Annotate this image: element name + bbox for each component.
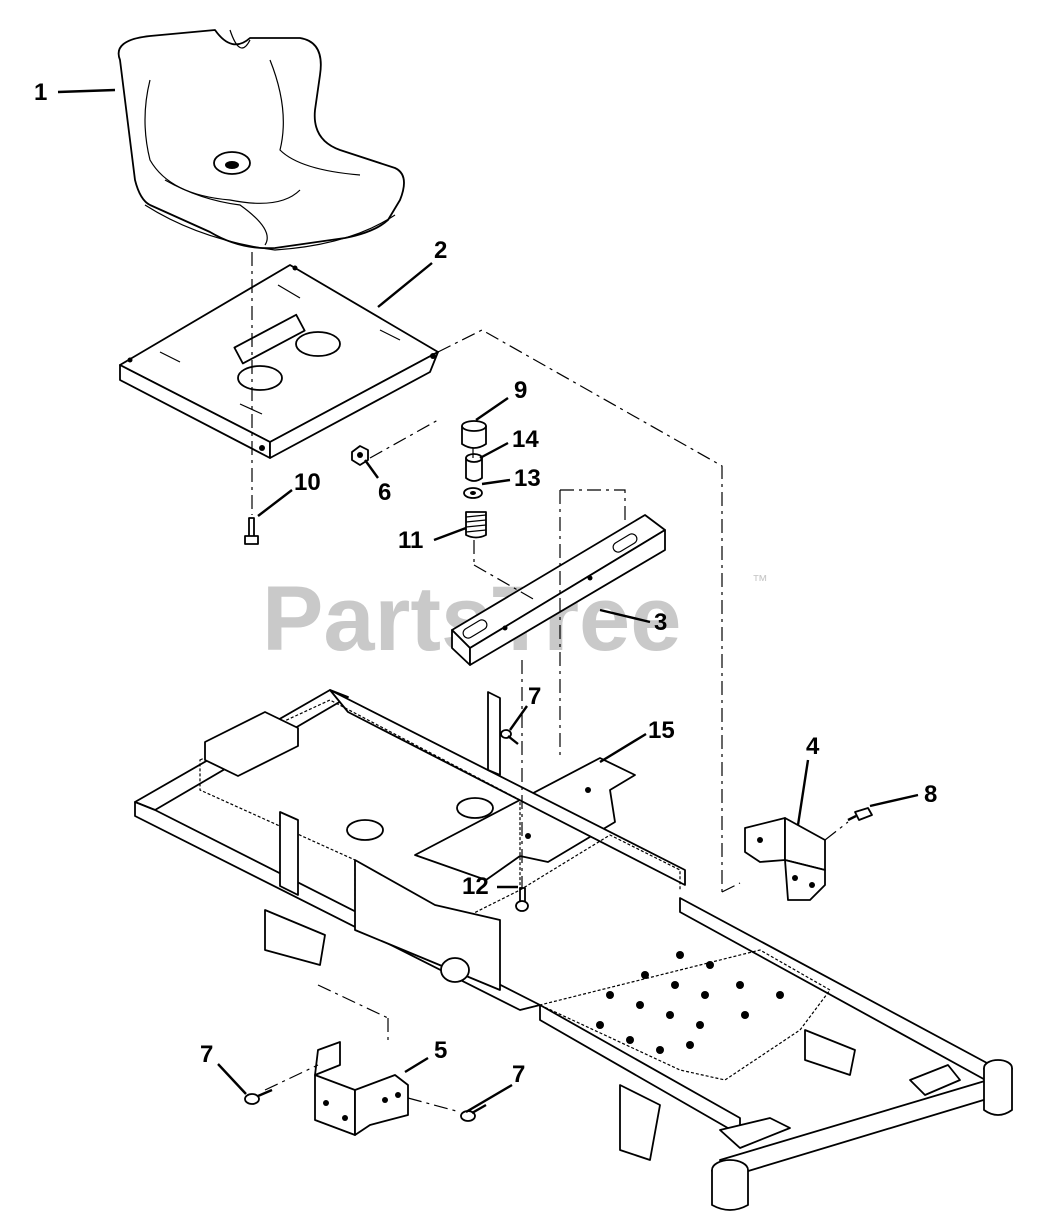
watermark-trademark: ™ bbox=[752, 573, 768, 590]
seat-pan bbox=[119, 264, 439, 459]
callout-14: 14 bbox=[512, 426, 539, 453]
callout-5: 5 bbox=[434, 1037, 447, 1064]
callout-9: 9 bbox=[514, 377, 527, 404]
callout-1: 1 bbox=[34, 79, 47, 106]
frame-plate bbox=[414, 757, 636, 881]
right-bracket bbox=[744, 817, 826, 901]
callout-10: 10 bbox=[294, 469, 321, 496]
callout-15: 15 bbox=[648, 717, 675, 744]
seat bbox=[117, 29, 405, 251]
callout-7-lower-left: 7 bbox=[200, 1041, 213, 1068]
callout-2: 2 bbox=[434, 237, 447, 264]
tractor-frame bbox=[134, 689, 1013, 1211]
assembly-lines bbox=[251, 252, 849, 1113]
floor-holes bbox=[596, 951, 784, 1054]
callouts: 1 2 9 14 13 10 6 11 3 7 15 4 8 12 7 5 7 bbox=[34, 79, 937, 1088]
callout-13: 13 bbox=[514, 465, 541, 492]
callout-7-lower-right: 7 bbox=[512, 1061, 525, 1088]
callout-8: 8 bbox=[924, 781, 937, 808]
callout-12: 12 bbox=[462, 873, 489, 900]
lower-bracket bbox=[314, 1041, 409, 1136]
callout-6: 6 bbox=[378, 479, 391, 506]
callout-7-upper: 7 bbox=[528, 683, 541, 710]
callout-4: 4 bbox=[806, 733, 820, 760]
seat-support bbox=[451, 514, 666, 666]
callout-11: 11 bbox=[398, 527, 423, 554]
leader-lines bbox=[57, 88, 919, 1114]
callout-3: 3 bbox=[654, 609, 667, 636]
